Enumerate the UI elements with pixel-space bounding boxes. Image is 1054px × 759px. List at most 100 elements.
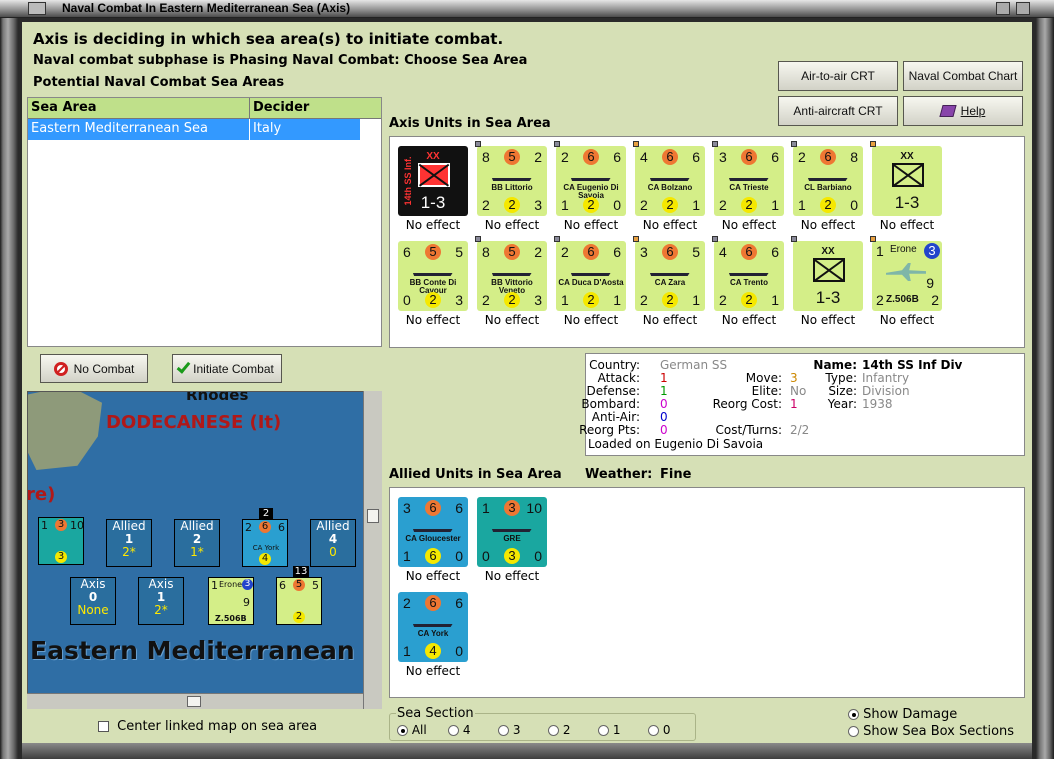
- attack-value: 2: [403, 595, 411, 611]
- center-map-option[interactable]: Center linked map on sea area: [98, 719, 317, 734]
- gunnery-circle: 6: [425, 500, 441, 516]
- show-damage-option[interactable]: Show Damage: [848, 707, 957, 722]
- gunnery-circle: 5: [504, 244, 520, 260]
- map-tile-allied-1[interactable]: Allied 1 2*: [106, 519, 152, 567]
- initiate-combat-button[interactable]: Initiate Combat: [172, 354, 282, 383]
- window-menu-icon[interactable]: [28, 2, 46, 15]
- sea-section-3[interactable]: 3: [498, 723, 520, 737]
- axis-units-title: Axis Units in Sea Area: [389, 116, 551, 131]
- map-counter-gre[interactable]: 1 3 10 3: [38, 517, 84, 565]
- map-tile-allied-3[interactable]: Allied 4 0: [310, 519, 356, 567]
- table-row[interactable]: Eastern Mediterranean Sea Italy: [28, 119, 360, 140]
- map-tile-axis-2[interactable]: Axis 1 2*: [138, 577, 184, 625]
- map-counter-cavour[interactable]: 13 6 5 5 2: [276, 566, 322, 625]
- aircraft-icon: [886, 263, 926, 281]
- radio-indicator[interactable]: [648, 725, 659, 736]
- bombard-label: Bombard:: [581, 397, 640, 411]
- cavour-tr: 5: [312, 579, 319, 592]
- ship-icon: [728, 172, 770, 181]
- bombard-value: 1: [771, 292, 779, 308]
- sea-section-0[interactable]: 0: [648, 723, 670, 737]
- map-horizontal-scrollbar[interactable]: [27, 693, 363, 709]
- anti-aircraft-crt-button[interactable]: Anti-aircraft CRT: [778, 96, 898, 126]
- show-sections-option[interactable]: Show Sea Box Sections: [848, 724, 1014, 739]
- sea-section-all[interactable]: All: [397, 723, 427, 737]
- map-counter-york[interactable]: 2 2 6 6 CA York 4: [242, 508, 288, 567]
- sea-section-2[interactable]: 2: [548, 723, 570, 737]
- defense-label: Defense:: [586, 384, 640, 398]
- unit-marker-icon: [870, 236, 876, 242]
- bombard-value: 3: [534, 197, 542, 213]
- center-map-checkbox[interactable]: [98, 721, 109, 732]
- aa-circle: 6: [425, 548, 441, 564]
- linked-map-view[interactable]: Rhodes DODECANESE (It) re) 1 3 10 3 Alli…: [27, 391, 382, 709]
- unit-size-marker: XX: [821, 246, 835, 257]
- attack-value: 1: [660, 371, 668, 385]
- no-combat-button[interactable]: No Combat: [40, 354, 148, 383]
- ship-icon: [491, 172, 533, 181]
- aa-circle: 2: [504, 197, 520, 213]
- bombard-value: 0: [455, 548, 463, 564]
- close-icon[interactable]: [1016, 2, 1030, 15]
- unit-result-caption: No effect: [800, 313, 856, 327]
- country-value: German SS: [660, 358, 728, 372]
- title-bar[interactable]: Naval Combat In Eastern Mediterranean Se…: [0, 0, 1054, 18]
- aa-circle: 2: [504, 292, 520, 308]
- unit-result-caption: No effect: [800, 218, 856, 232]
- map-counter-erone[interactable]: 1 Erone 3 9 Z.506B: [208, 577, 254, 625]
- attack-value: 8: [482, 149, 490, 165]
- gunnery-circle: 5: [425, 244, 441, 260]
- tile-value: 1: [156, 590, 166, 604]
- name-value: 14th SS Inf Div: [862, 358, 963, 372]
- aa-circle: 2: [662, 197, 678, 213]
- scroll-thumb[interactable]: [367, 509, 379, 523]
- air-to-air-crt-button[interactable]: Air-to-air CRT: [778, 61, 898, 91]
- column-decider[interactable]: Decider: [253, 100, 310, 115]
- help-button[interactable]: Help: [903, 96, 1023, 126]
- radio-indicator[interactable]: [848, 709, 859, 720]
- sea-area-cell: Eastern Mediterranean Sea: [28, 119, 250, 140]
- attack-value: 3: [403, 500, 411, 516]
- reorg-cost-label: Reorg Cost:: [712, 397, 782, 411]
- minimize-icon[interactable]: [996, 2, 1010, 15]
- radio-indicator[interactable]: [448, 725, 459, 736]
- sea-section-1[interactable]: 1: [598, 723, 620, 737]
- unit-marker-icon: [791, 141, 797, 147]
- air-attack-value: 1: [876, 243, 884, 259]
- defense-value: 2: [719, 292, 727, 308]
- tile-title: Allied: [316, 519, 350, 533]
- radio-indicator[interactable]: [397, 725, 408, 736]
- sea-section-4[interactable]: 4: [448, 723, 470, 737]
- radio-indicator[interactable]: [848, 726, 859, 737]
- radio-indicator[interactable]: [548, 725, 559, 736]
- radio-label: 0: [662, 723, 671, 737]
- unit-result-caption: No effect: [721, 218, 777, 232]
- map-vertical-scrollbar[interactable]: [363, 391, 382, 709]
- scroll-thumb[interactable]: [187, 696, 201, 707]
- gre-bc: 3: [55, 551, 67, 563]
- column-sea-area[interactable]: Sea Area: [28, 98, 250, 118]
- map-tile-axis-1[interactable]: Axis 0 None: [70, 577, 116, 625]
- radio-indicator[interactable]: [498, 725, 509, 736]
- unit-marker-icon: [633, 236, 639, 242]
- naval-combat-chart-button[interactable]: Naval Combat Chart: [903, 61, 1023, 91]
- radio-indicator[interactable]: [598, 725, 609, 736]
- map-tile-allied-2[interactable]: Allied 2 1*: [174, 519, 220, 567]
